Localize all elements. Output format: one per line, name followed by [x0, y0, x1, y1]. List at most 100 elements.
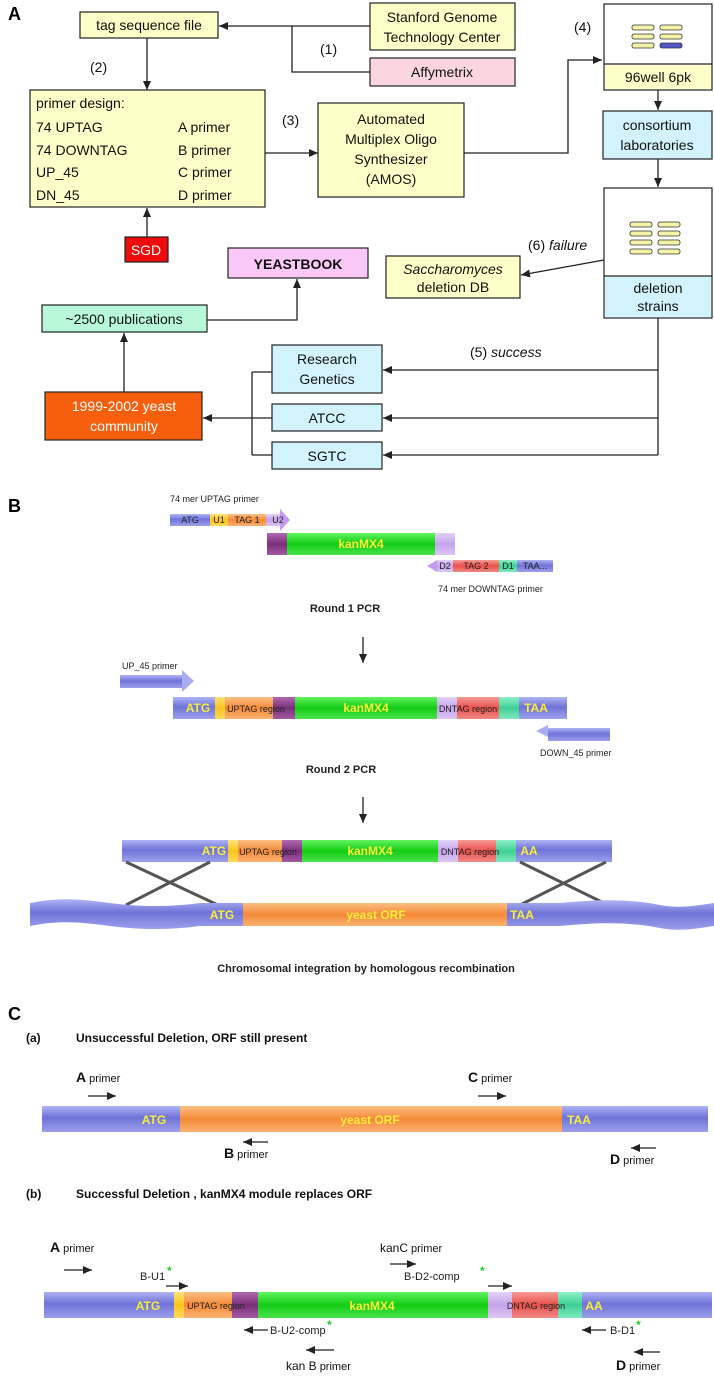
up45-primer-label: UP_45 primer: [122, 661, 178, 671]
primer-design-title: primer design:: [36, 95, 125, 111]
amos-box: [317, 102, 465, 198]
svg-text:ATG: ATG: [181, 515, 199, 525]
svg-text:UPTAG region: UPTAG region: [227, 704, 285, 714]
section-b-label: (b): [26, 1187, 41, 1201]
round-2-label: Round 2 PCR: [306, 764, 376, 776]
research-genetics-line-2: Genetics: [299, 371, 354, 387]
step-1-label: (1): [320, 41, 337, 57]
panel-label-a: A: [8, 4, 21, 24]
amos-line-3: Synthesizer: [354, 151, 427, 167]
primer-design-box: [29, 89, 266, 208]
svg-text:kanMX4: kanMX4: [347, 844, 393, 858]
consortium-line-1: consortium: [623, 117, 691, 133]
section-a-title: Unsuccessful Deletion, ORF still present: [76, 1031, 307, 1045]
b-u1-star: *: [167, 1264, 172, 1278]
svg-text:TAG 2: TAG 2: [463, 561, 488, 571]
saccharomyces-db-box: [385, 255, 521, 299]
primer-row-1-left: 74 UPTAG: [36, 119, 103, 135]
plate-strips-icon: [631, 24, 683, 49]
saccharomyces-db-line-2: deletion DB: [417, 279, 489, 295]
uptag-primer-label: 74 mer UPTAG primer: [170, 494, 259, 504]
unsuccessful-deletion-locus: ATG yeast ORF TAA: [42, 1106, 708, 1132]
deletion-strains-line-1: deletion: [633, 280, 682, 296]
affymetrix-label: Affymetrix: [411, 64, 473, 80]
up45-primer: [120, 670, 194, 692]
stanford-box: [369, 2, 516, 51]
atcc-label: ATCC: [308, 410, 345, 426]
primer-row-4-left: DN_45: [36, 187, 80, 203]
recombination-crosses: [125, 860, 609, 907]
sgd-box: [124, 236, 169, 263]
sgtc-box: [271, 441, 383, 470]
round2-product: ATG UPTAG region kanMX4 DNTAG region TAA: [173, 697, 567, 719]
panel-b-caption: Chromosomal integration by homologous re…: [217, 963, 515, 975]
b-u1-label: B-U1: [140, 1271, 165, 1283]
yeastbook-box: [227, 247, 369, 279]
svg-text:DNTAG region: DNTAG region: [439, 704, 497, 714]
primer-row-4-right: D primer: [178, 187, 232, 203]
step-5-label: (5) success: [470, 344, 542, 360]
svg-text:D2: D2: [439, 561, 451, 571]
uptag-primer: ATG U1 TAG 1 U2: [170, 509, 290, 531]
svg-text:AA: AA: [585, 1299, 603, 1313]
svg-text:kanMX4: kanMX4: [343, 701, 389, 715]
affymetrix-box: [369, 57, 516, 87]
community-box: [44, 391, 203, 441]
arrow-amos-to-plate: [464, 56, 602, 154]
svg-text:UPTAG region: UPTAG region: [187, 1301, 245, 1311]
deletion-strains-line-2: strains: [637, 298, 678, 314]
svg-text:TAA: TAA: [567, 1113, 591, 1127]
plate-label: 96well 6pk: [625, 69, 692, 85]
section-a-label: (a): [26, 1031, 41, 1045]
svg-text:UPTAG region: UPTAG region: [239, 847, 297, 857]
svg-text:ATG: ATG: [202, 844, 226, 858]
b-u2-star: *: [327, 1318, 332, 1332]
publications-box: [41, 304, 208, 333]
b-d2-star: *: [480, 1264, 485, 1278]
step-2-label: (2): [90, 59, 107, 75]
arrow-failure: [520, 259, 605, 278]
svg-text:ATG: ATG: [136, 1299, 160, 1313]
b-d1-label: B-D1: [610, 1325, 635, 1337]
research-genetics-box: [271, 344, 383, 394]
tag-sequence-file-label: tag sequence file: [96, 17, 202, 33]
strain-plate-icon: [629, 221, 681, 255]
svg-text:U1: U1: [213, 515, 225, 525]
down45-primer-label: DOWN_45 primer: [540, 748, 612, 758]
svg-text:U2: U2: [272, 515, 284, 525]
svg-text:TAA...: TAA...: [523, 561, 547, 571]
svg-text:kanMX4: kanMX4: [338, 537, 384, 551]
b-d2-label: B-D2-comp: [404, 1271, 460, 1283]
saccharomyces-db-line-1: Saccharomyces: [403, 261, 503, 277]
stanford-label-line2: Technology Center: [384, 29, 501, 45]
svg-text:DNTAG region: DNTAG region: [507, 1301, 565, 1311]
stanford-label-line1: Stanford Genome: [387, 9, 498, 25]
svg-text:TAA: TAA: [524, 701, 548, 715]
panel-label-c: C: [8, 1004, 21, 1024]
b-d1-star: *: [636, 1318, 641, 1332]
yeastbook-label: YEASTBOOK: [254, 256, 343, 272]
svg-text:ATG: ATG: [142, 1113, 166, 1127]
svg-text:TAA: TAA: [510, 908, 534, 922]
atcc-box: [271, 403, 383, 432]
downtag-primer: D2 TAG 2 D1 TAA...: [427, 560, 553, 572]
down45-primer: [536, 725, 610, 741]
step-3-label: (3): [282, 112, 299, 128]
publications-label: ~2500 publications: [65, 311, 182, 327]
kanmx4-cassette-round1: kanMX4: [267, 533, 455, 555]
svg-text:kanMX4: kanMX4: [349, 1299, 395, 1313]
section-b-title: Successful Deletion , kanMX4 module repl…: [76, 1187, 372, 1201]
sgtc-label: SGTC: [308, 448, 347, 464]
amos-line-4: (AMOS): [366, 171, 417, 187]
svg-text:yeast ORF: yeast ORF: [340, 1113, 399, 1127]
panel-label-b: B: [8, 496, 21, 516]
research-genetics-line-1: Research: [297, 351, 357, 367]
